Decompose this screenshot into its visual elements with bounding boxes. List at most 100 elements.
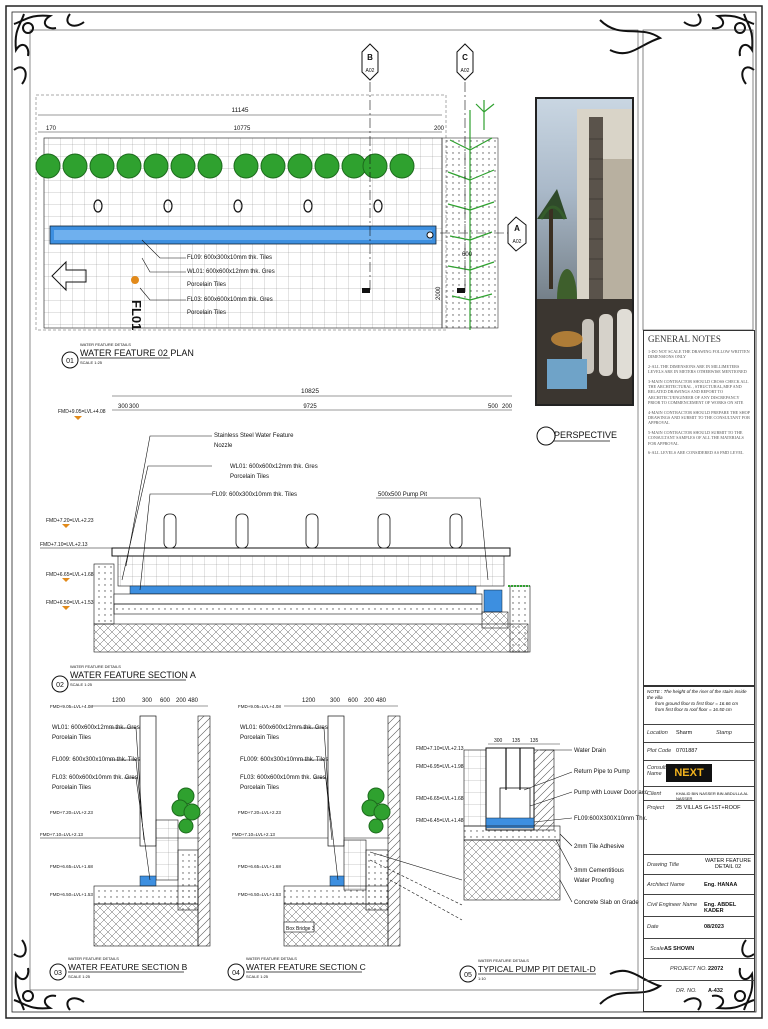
svg-text:135: 135	[530, 738, 539, 744]
corner-ornament-top-left	[13, 13, 85, 85]
section-b-shrub	[171, 787, 201, 834]
plan-dim-side-a: 600	[462, 252, 473, 258]
section-a-note-4: Porcelain Tiles	[230, 474, 269, 480]
project-value: 25 VILLAS G+1ST+ROOF	[676, 805, 741, 811]
perspective-bubble	[536, 426, 556, 446]
svg-text:1200: 1200	[112, 698, 126, 704]
section-b-number-bubble	[49, 963, 67, 981]
stair-note-title: NOTE : The height of the riser of the st…	[647, 689, 747, 700]
plan-category: WATER FEATURE DETAILS	[80, 342, 131, 347]
drawing-title-value: WATER FEATURE DETAIL 02	[704, 858, 752, 870]
svg-text:300: 300	[142, 698, 153, 704]
section-b-note-1: WL01: 600x600x12mm thk. Gres	[52, 725, 140, 731]
plan-note-5: Porcelain Tiles	[187, 310, 226, 316]
section-a-note-5: FL09: 600x300x10mm thk. Tiles	[212, 492, 297, 498]
plan-note-4: FL03: 600x600x10mm thk. Gres	[187, 297, 273, 303]
section-a-dim-b: 300	[129, 404, 140, 410]
svg-text:B: B	[367, 53, 373, 62]
svg-text:FMD+9.05=LVL+4.08: FMD+9.05=LVL+4.08	[50, 704, 93, 709]
section-c-title: WATER FEATURE SECTION C	[246, 962, 366, 972]
corner-ornament-bottom-left	[13, 939, 85, 1011]
section-tag-c: C A02	[456, 43, 474, 293]
pump-pit-label-8: Concrete Slab on Grade	[574, 900, 639, 906]
section-a-note-2: Nozzle	[214, 443, 233, 449]
plan-dim-total: 11145	[231, 107, 248, 114]
section-c-scale: SCALE 1:25	[246, 974, 269, 979]
stair-note-1: from ground floor to first floor = 16.66…	[655, 701, 739, 706]
section-b-note-4: FL03: 600x600x10mm thk. Gres	[52, 775, 138, 781]
section-c-number: 04	[232, 970, 240, 977]
svg-text:A02: A02	[461, 68, 470, 74]
svg-text:FMD+6.45=LVL+1.48: FMD+6.45=LVL+1.48	[416, 818, 464, 824]
svg-text:600: 600	[160, 698, 171, 704]
plot-value: 0701887	[676, 748, 698, 754]
svg-text:FMD+6.50=LVL+1.53: FMD+6.50=LVL+1.53	[46, 600, 94, 606]
section-c-note-4: FL03: 600x600x10mm thk. Gres	[240, 775, 326, 781]
section-a-category: WATER FEATURE DETAILS	[70, 664, 121, 669]
svg-text:A02: A02	[513, 239, 522, 245]
drawing-title-label: Drawing Title	[647, 862, 680, 868]
section-c-note-5: Porcelain Tiles	[240, 785, 279, 791]
plan-title: WATER FEATURE 02 PLAN	[80, 348, 194, 358]
section-c-view: 1200 300 600 200 480 FMD+9.05=LVL+4.08 F…	[227, 698, 463, 981]
general-note-4: 4-MAIN CONTRACTOR SHOULD PREPARE THE SHO…	[648, 409, 750, 426]
pump-pit-label-4: FL09:600X300X10mm Thk.	[574, 816, 648, 822]
section-b-title: WATER FEATURE SECTION B	[68, 962, 188, 972]
drawing-frame	[29, 29, 639, 991]
general-note-3: 3-MAIN CONTRACTOR SHOULD CROSS CHECK ALL…	[648, 378, 749, 406]
perspective-image	[535, 97, 634, 406]
pump-pit-category: WATER FEATURE DETAILS	[478, 958, 529, 963]
svg-text:FMD+6.65=LVL+1.68: FMD+6.65=LVL+1.68	[238, 864, 281, 869]
pump-pit-number: 05	[464, 972, 472, 979]
plan-palm-plants	[447, 100, 495, 330]
section-c-category: WATER FEATURE DETAILS	[246, 956, 297, 961]
project-label: Project	[647, 805, 665, 811]
section-b-view: 1200 300 600 200 480 FMD+9.05=LVL+4.08 F…	[40, 698, 211, 981]
plan-dim-left: 170	[46, 126, 57, 132]
general-note-2: 2-ALL THE DIMENSIONS ARE IN MILLIMETERS …	[648, 363, 747, 375]
inner-border	[11, 11, 757, 1013]
svg-text:480: 480	[376, 698, 387, 704]
svg-text:480: 480	[188, 698, 199, 704]
pump-pit-label-7: Water Proofing	[574, 878, 614, 884]
section-b-number: 03	[54, 970, 62, 977]
svg-text:FMD+6.65=LVL+1.68: FMD+6.65=LVL+1.68	[50, 864, 93, 869]
scale-value: AS SHOWN	[664, 946, 695, 952]
pump-pit-label-5: 2mm Tile Adhesive	[574, 844, 625, 850]
scale-label: Scale	[650, 946, 664, 952]
project-no-label: PROJECT NO.	[670, 966, 707, 972]
pump-pit-label-3: Pump with Louver Door acc	[574, 790, 648, 796]
svg-text:300: 300	[494, 738, 503, 744]
section-a-note-6: 500x500 Pump Pit	[378, 492, 427, 498]
architect-value: Eng. HANAA	[704, 882, 738, 888]
location-label: Location	[647, 730, 668, 736]
drawing-no-label: DR. NO.	[676, 988, 697, 994]
section-a-note-1: Stainless Steel Water Feature	[214, 433, 294, 439]
plan-note-2: WL01: 600x600x12mm thk. Gres	[187, 269, 275, 275]
pump-pit-label-6: 3mm Cementitious	[574, 868, 624, 874]
client-value: KHALID BIN NASSER BIN ABDULLA AL NASSER	[676, 791, 749, 801]
section-a-number-bubble	[51, 675, 69, 693]
svg-text:300: 300	[330, 698, 341, 704]
section-a-dim-a: 300	[118, 404, 129, 410]
svg-text:FMD+6.65=LVL+1.68: FMD+6.65=LVL+1.68	[416, 796, 464, 802]
civil-label: Civil Engineer Name	[647, 902, 698, 908]
svg-text:600: 600	[348, 698, 359, 704]
svg-text:FMD+6.95=LVL+1.98: FMD+6.95=LVL+1.98	[416, 764, 464, 770]
plan-dim-side-b: 2000	[436, 286, 442, 300]
svg-text:FMD+7.20=LVL+2.23: FMD+7.20=LVL+2.23	[238, 810, 281, 815]
svg-text:1200: 1200	[302, 698, 316, 704]
section-c-tag: Box Bridge 3	[286, 926, 315, 932]
plan-number-bubble	[61, 351, 79, 369]
corner-ornament-top-right	[599, 13, 755, 85]
section-c-note-3: FL009: 600x300x10mm thk. Tiles	[240, 757, 328, 763]
svg-text:200: 200	[364, 698, 375, 704]
date-label: Date	[647, 924, 659, 930]
section-a-water	[129, 585, 477, 595]
svg-text:FMD+7.10=LVL+2.13: FMD+7.10=LVL+2.13	[40, 832, 83, 837]
pump-pit-scale: 1:10	[478, 976, 487, 981]
svg-text:FMD+9.05=LVL+4.08: FMD+9.05=LVL+4.08	[238, 704, 281, 709]
general-note-6: 6-ALL LEVELS ARE CONSIDERED AS FMD LEVEL	[648, 450, 744, 456]
client-label: Client	[647, 791, 662, 797]
plot-label: Plot Code	[647, 748, 672, 754]
